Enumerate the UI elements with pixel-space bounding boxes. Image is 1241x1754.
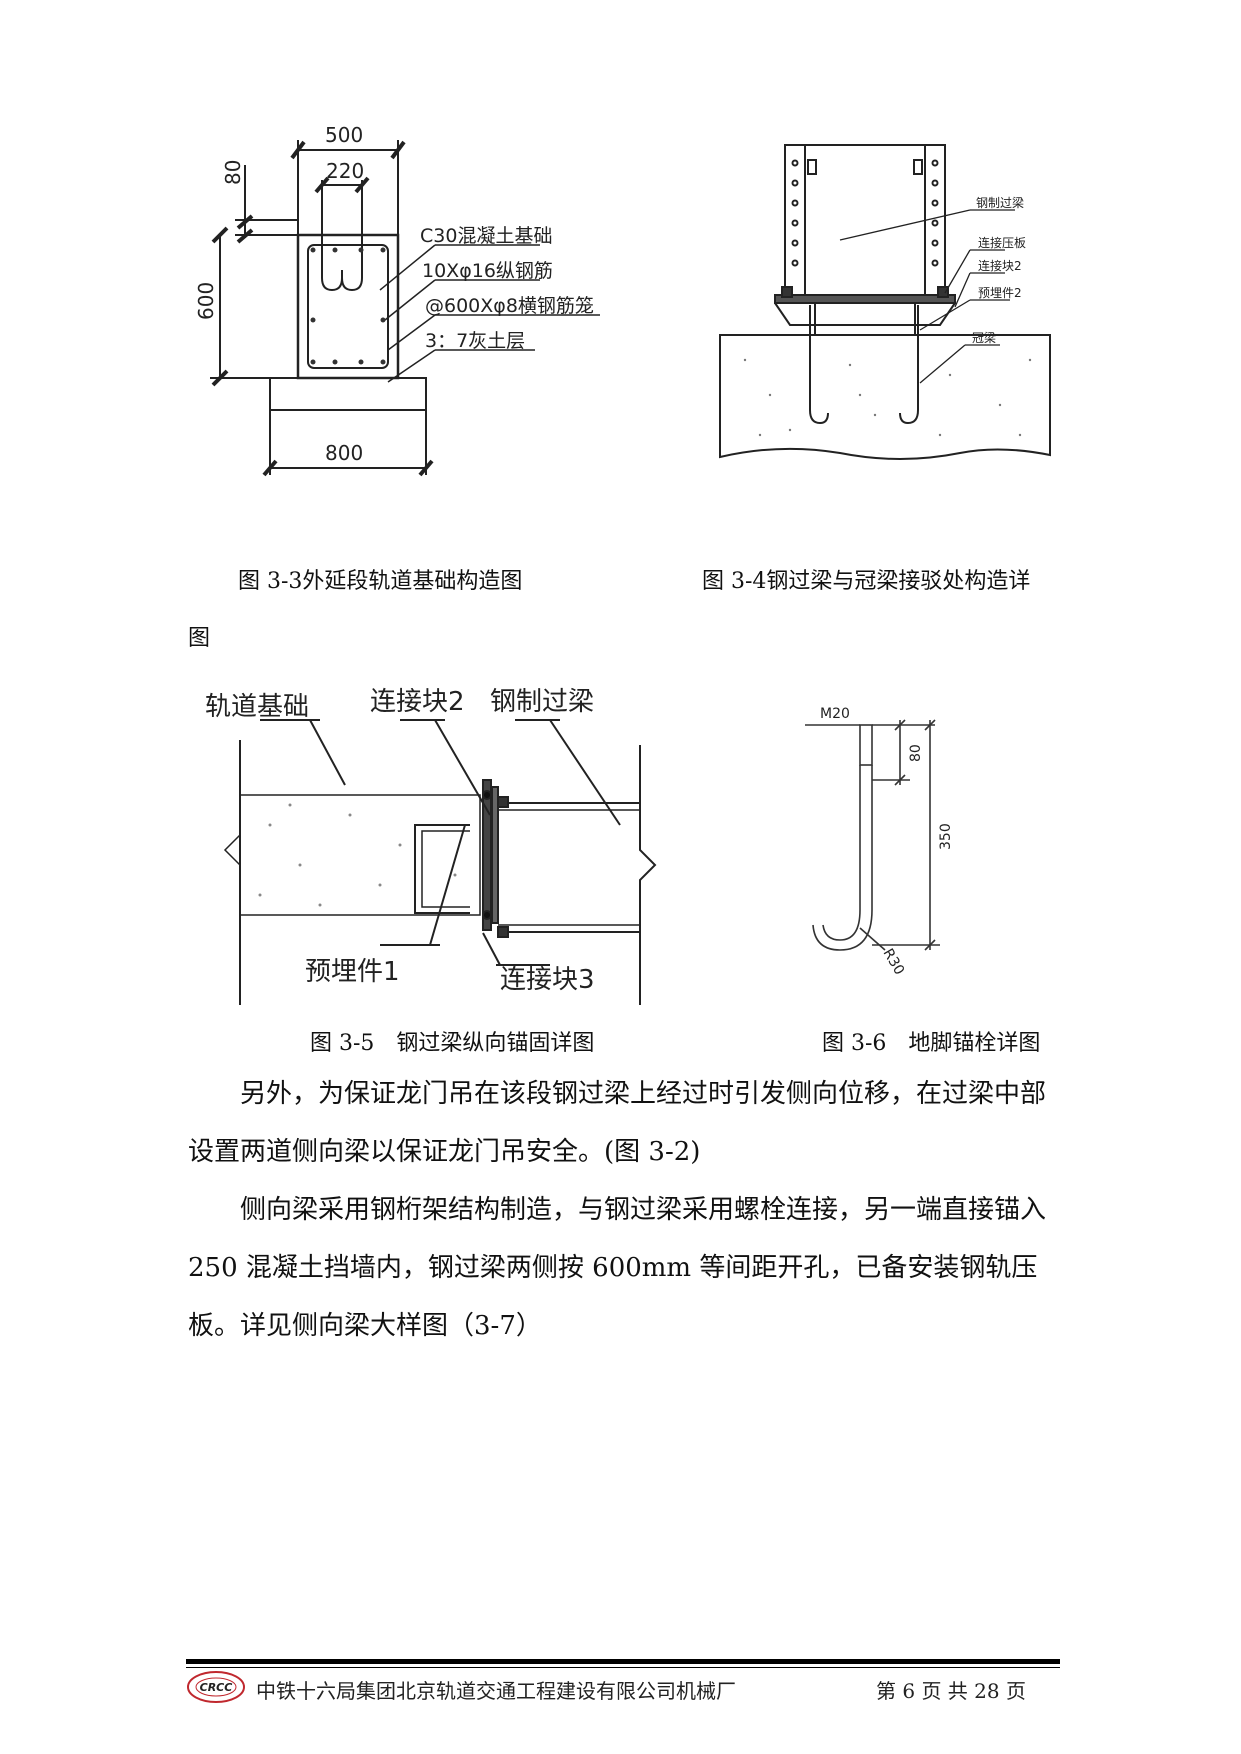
label-steel-beam: 钢制过梁 [976,195,1024,210]
footer-page-number: 第 6 页 共 28 页 [876,1679,1026,1703]
label-lime-soil: 3：7灰土层 [425,330,525,352]
label-long-bar: 10Xφ16纵钢筋 [422,260,553,282]
svg-text:CRCC: CRCC [200,1681,233,1694]
paragraph-1: 另外，为保证龙门吊在该段钢过梁上经过时引发侧向位移，在过梁中部设置两道侧向梁以保… [188,1079,1047,1167]
footer-company: 中铁十六局集团北京轨道交通工程建设有限公司机械厂 [256,1679,736,1703]
dim-80: 80 [908,744,924,762]
label-connect-block-2: 连接块2 [370,687,465,717]
dim-800: 800 [325,441,363,465]
label-embed-2: 预埋件2 [978,286,1022,300]
label-crown-beam: 冠梁 [972,330,996,345]
body-text: 另外，为保证龙门吊在该段钢过梁上经过时引发侧向位移，在过梁中部设置两道侧向梁以保… [188,1065,1068,1355]
dim-220: 220 [326,159,364,183]
label-embed-1: 预埋件1 [305,957,400,987]
dim-80: 80 [221,160,245,185]
label-c30-concrete: C30混凝土基础 [420,225,552,247]
footer-rule-thin [186,1667,1060,1668]
paragraph-2: 侧向梁采用钢桁架结构制造，与钢过梁采用螺栓连接，另一端直接锚入 250 混凝土挡… [188,1195,1047,1341]
figure-3-3-foundation-section: 500 220 80 600 800 C30混凝土基础 10Xφ16纵钢筋 @6… [194,123,600,477]
label-connect-block-2: 连接块2 [978,258,1022,273]
footer-rule-thick [186,1659,1060,1664]
dim-500: 500 [325,123,363,147]
label-stirrup: @600Xφ8横钢筋笼 [425,295,594,317]
label-connect-plate: 连接压板 [978,235,1026,250]
caption-fig-3-5: 图 3-5 钢过梁纵向锚固详图 [310,1031,595,1056]
caption-fig-3-4: 图 3-4钢过梁与冠梁接驳处构造详 [702,569,1031,594]
dim-600: 600 [194,282,218,320]
dim-350: 350 [938,823,954,850]
label-track-foundation: 轨道基础 [205,692,309,722]
caption-fig-3-6: 图 3-6 地脚锚栓详图 [822,1031,1041,1056]
label-steel-beam: 钢制过梁 [490,687,594,717]
figure-3-6-anchor-bolt: M20 80 350 R30 [805,706,954,978]
figure-3-4-beam-crown-joint: 钢制过梁 连接压板 连接块2 预埋件2 冠梁 [719,144,1051,460]
figure-3-5-longitudinal-anchor: 轨道基础 连接块2 钢制过梁 预埋件1 连接块3 [205,687,657,1005]
crcc-logo-icon: CRCC [187,1671,245,1703]
label-m20: M20 [820,706,850,722]
caption-fig-3-4-cont: 图 [188,626,211,651]
label-r30: R30 [880,946,908,978]
caption-fig-3-3: 图 3-3外延段轨道基础构造图 [238,569,523,594]
label-connect-block-3: 连接块3 [500,965,595,995]
